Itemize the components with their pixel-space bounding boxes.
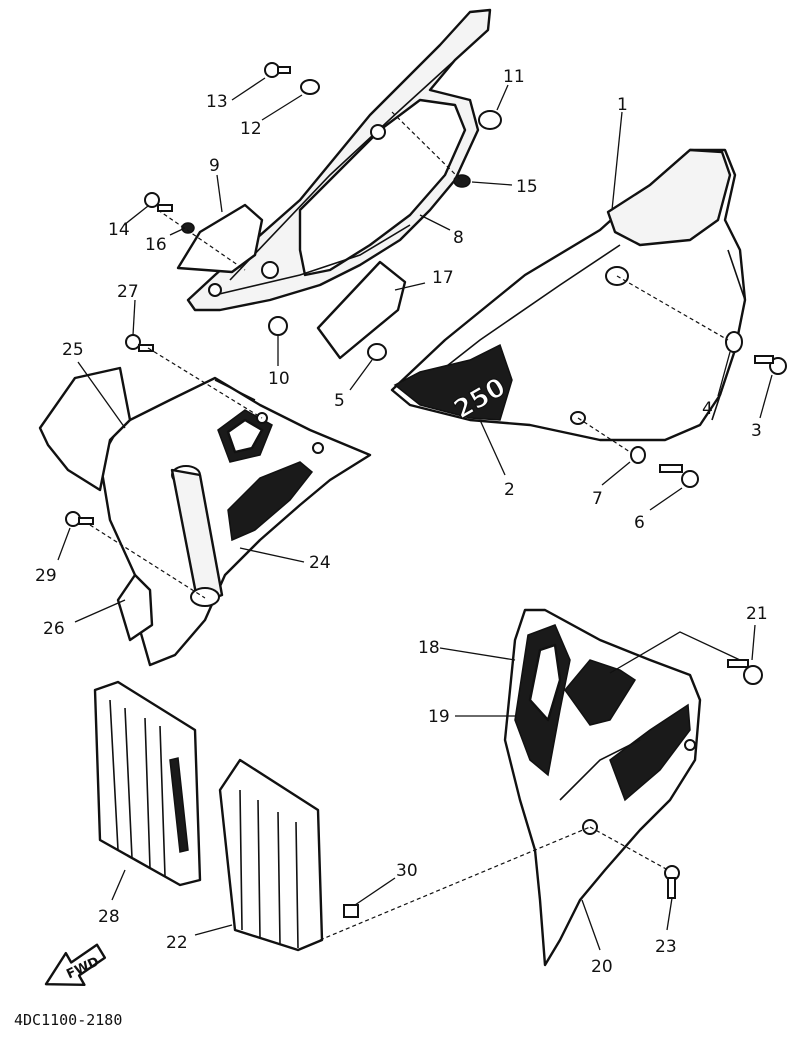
- callout-23: 23: [655, 937, 677, 957]
- callout-16: 16: [145, 235, 167, 255]
- callout-26: 26: [43, 619, 65, 639]
- callout-1: 1: [617, 95, 628, 115]
- callout-13: 13: [206, 92, 228, 112]
- callout-19: 19: [428, 707, 450, 727]
- sticker-17: [316, 260, 407, 360]
- callout-30: 30: [396, 861, 418, 881]
- assembly-lines: [89, 111, 741, 941]
- fwd-arrow-icon: FWD: [44, 943, 107, 987]
- bolt-14: [144, 192, 173, 212]
- bolt-21: [727, 659, 763, 685]
- callout-17: 17: [432, 268, 454, 288]
- collar-12: [300, 79, 320, 95]
- louver-22: [218, 758, 324, 952]
- clip-30: [343, 904, 359, 918]
- plate-9: [176, 203, 264, 274]
- callout-22: 22: [166, 933, 188, 953]
- callout-labels: 1 2 3 4 5 6 7 8 9 10 11 12 13 14 15 16 1…: [35, 67, 768, 977]
- callout-12: 12: [240, 119, 262, 139]
- callout-25: 25: [62, 340, 84, 360]
- callout-3: 3: [751, 421, 762, 441]
- bolt-3: [754, 355, 787, 375]
- panel-26: [116, 573, 154, 642]
- callout-8: 8: [453, 228, 464, 248]
- callout-9: 9: [209, 156, 220, 176]
- callout-15: 15: [516, 177, 538, 197]
- callout-14: 14: [108, 220, 130, 240]
- hardware: [65, 62, 787, 918]
- callout-10: 10: [268, 369, 290, 389]
- collar-5: [367, 343, 387, 361]
- bolt-6: [659, 464, 699, 488]
- number-plate: [503, 608, 702, 967]
- collar-4: [725, 331, 743, 353]
- callout-28: 28: [98, 907, 120, 927]
- washer-16: [181, 222, 195, 234]
- callout-5: 5: [334, 391, 345, 411]
- callout-24: 24: [309, 553, 331, 573]
- bolt-27: [125, 334, 154, 352]
- callout-2: 2: [504, 480, 515, 500]
- bolt-29: [65, 511, 94, 527]
- collar-7: [630, 446, 646, 464]
- leader-lines: [57, 77, 773, 951]
- callout-11: 11: [503, 67, 525, 87]
- radiator-cover: [98, 376, 372, 667]
- bolt-23: [664, 865, 680, 899]
- callout-21: 21: [746, 604, 768, 624]
- grommet-10: [268, 316, 288, 336]
- callout-7: 7: [592, 489, 603, 509]
- side-cover: 250: [390, 148, 747, 442]
- callout-27: 27: [117, 282, 139, 302]
- panel-25: [38, 366, 132, 492]
- callout-20: 20: [591, 957, 613, 977]
- bolt-13: [264, 62, 291, 78]
- diagram-code: 4DC1100-2180: [14, 1011, 122, 1029]
- callout-4: 4: [702, 399, 713, 419]
- louver-28: [93, 680, 202, 887]
- callout-18: 18: [418, 638, 440, 658]
- callout-6: 6: [634, 513, 645, 533]
- grommet-11: [478, 110, 502, 130]
- callout-29: 29: [35, 566, 57, 586]
